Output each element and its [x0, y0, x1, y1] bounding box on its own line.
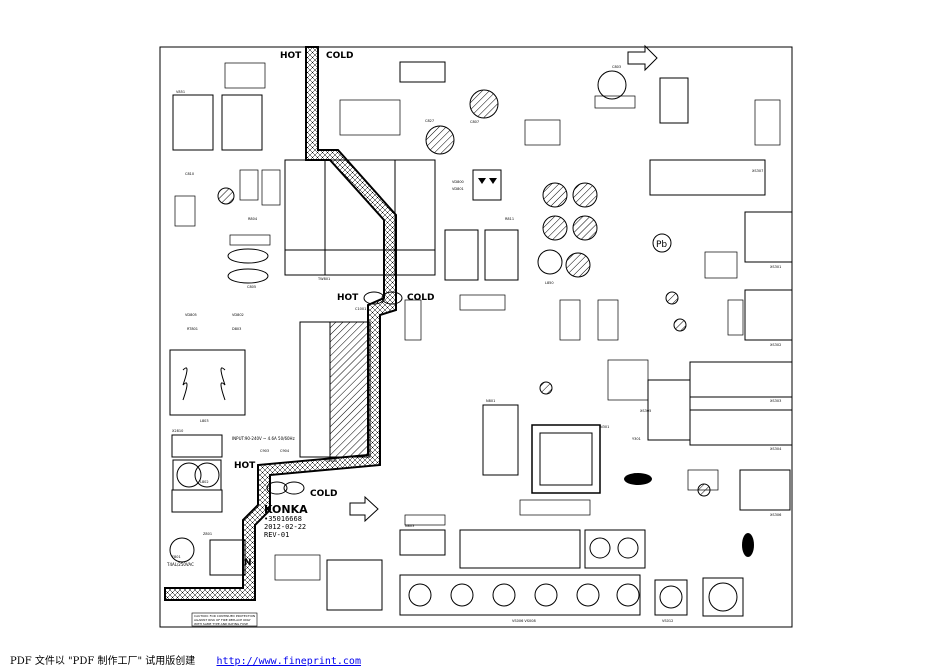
designator-l803: L803 [200, 419, 209, 423]
hot-label-mid: HOT [337, 293, 359, 303]
designator-xs306: XS306 [770, 513, 781, 517]
rectifier-vd800 [472, 169, 502, 201]
fuse-f801 [169, 537, 195, 563]
coil-l850 [444, 229, 479, 281]
designator-xs304: XS304 [770, 447, 782, 451]
designator-vd802: VD802 [232, 313, 244, 317]
common-mode-choke [172, 459, 222, 491]
designator-tw801: TW801 [317, 277, 330, 281]
direction-arrow-mid [349, 495, 379, 523]
caution-line-2: AGAINST RISK OF FIRE REPLACE ONLY [194, 618, 251, 622]
designator-n803: N803 [405, 524, 414, 528]
hot-label-low: HOT [234, 461, 256, 471]
designator-xs302: XS302 [770, 343, 781, 347]
key-1 [408, 583, 432, 607]
key-2 [450, 583, 474, 607]
pdf-footer: PDF 文件以 "PDF 制作工厂" 试用版创建 http://www.fine… [10, 652, 361, 667]
hot-label-top: HOT [280, 51, 302, 61]
designator-c827: C827 [425, 119, 434, 123]
designator-vd805: VD805 [185, 313, 197, 317]
designator-n301: N301 [600, 425, 609, 429]
caution-line-3: WITH SAME TYPE AND RATING FUSE [194, 622, 248, 626]
designator-xs307: XS307 [752, 169, 763, 173]
designator-c904: C904 [280, 449, 290, 453]
designator-xs301: XS301 [770, 265, 781, 269]
designator-vd801: VD801 [452, 187, 464, 191]
designator-xs303: XS303 [770, 399, 781, 403]
neutral-mark: N [244, 558, 252, 568]
keypad-row [399, 574, 641, 616]
connector-xs305 [647, 379, 691, 441]
designator-c810: C810 [185, 172, 194, 176]
part-number: •35016668 [264, 515, 302, 523]
designator-c803: C803 [612, 65, 621, 69]
connector-xs301 [744, 211, 793, 263]
designator-d803: D803 [232, 327, 241, 331]
pb-mark-label: Pb [656, 240, 667, 250]
caution-line-1: CAUTION: FOR CONTINUED PROTECTION [194, 614, 255, 618]
x-capacitor-1 [171, 434, 223, 458]
cold-label-top: COLD [326, 51, 353, 61]
designator-r811: R811 [505, 217, 514, 221]
designator-x2810: X2810 [172, 429, 183, 433]
connector-xs306 [739, 469, 791, 511]
ic-n801 [482, 404, 519, 476]
main-ic-n301 [531, 424, 601, 494]
designator-c1001: C1001 [355, 307, 366, 311]
x-capacitor-2 [171, 489, 223, 513]
keypad-label-2: VS012 [662, 619, 673, 623]
brand-logo: KONKA [264, 503, 308, 516]
designator-y301: Y301 [632, 437, 641, 441]
capacitor-c807 [469, 89, 499, 119]
designator-c903: C903 [260, 449, 269, 453]
board-revision: REV-01 [264, 531, 289, 539]
pb-free-mark [652, 233, 672, 253]
board-date: 2012-02-22 [264, 523, 306, 531]
cold-label-low: COLD [310, 489, 337, 499]
designator-r804: R804 [248, 217, 258, 221]
heatsink-left-2 [221, 94, 263, 151]
designator-c805: C805 [247, 285, 256, 289]
heatsink-left-1 [172, 94, 214, 151]
designator-c807: C807 [470, 120, 479, 124]
input-rating: INPUT:90-240V ~ 4.6A 50/60Hz [232, 436, 295, 441]
designator-rt801: RT801 [187, 327, 198, 331]
direction-arrow-top [627, 44, 658, 72]
cold-label-mid: COLD [407, 293, 434, 303]
designator-l850: L850 [545, 281, 554, 285]
key-3 [492, 583, 516, 607]
designator-xs305: XS305 [640, 409, 651, 413]
footer-text: PDF 文件以 "PDF 制作工厂" 试用版创建 [10, 656, 196, 667]
key-6 [616, 583, 640, 607]
key-4 [534, 583, 558, 607]
fuse-rating: T4AL/250VAC [166, 562, 194, 567]
emi-choke [169, 349, 246, 416]
designator-vd800: VD800 [452, 180, 464, 184]
designator-l802: L802 [200, 480, 209, 484]
connector-xs304 [689, 409, 793, 446]
designator-f801: F801 [172, 555, 181, 559]
connector-xs303 [689, 361, 793, 398]
ac-input-connector [209, 539, 246, 576]
designator-tw802: TW802 [324, 459, 337, 463]
keypad-label-1: VS006 VS008 [512, 619, 536, 623]
capacitor-c827 [425, 125, 455, 155]
connector-xs302 [744, 289, 793, 341]
footer-link[interactable]: http://www.fineprint.com [216, 656, 361, 667]
designator-v851: V851 [176, 90, 185, 94]
designator-z801: Z801 [203, 532, 212, 536]
key-5 [576, 583, 600, 607]
designator-n801: N801 [486, 399, 495, 403]
